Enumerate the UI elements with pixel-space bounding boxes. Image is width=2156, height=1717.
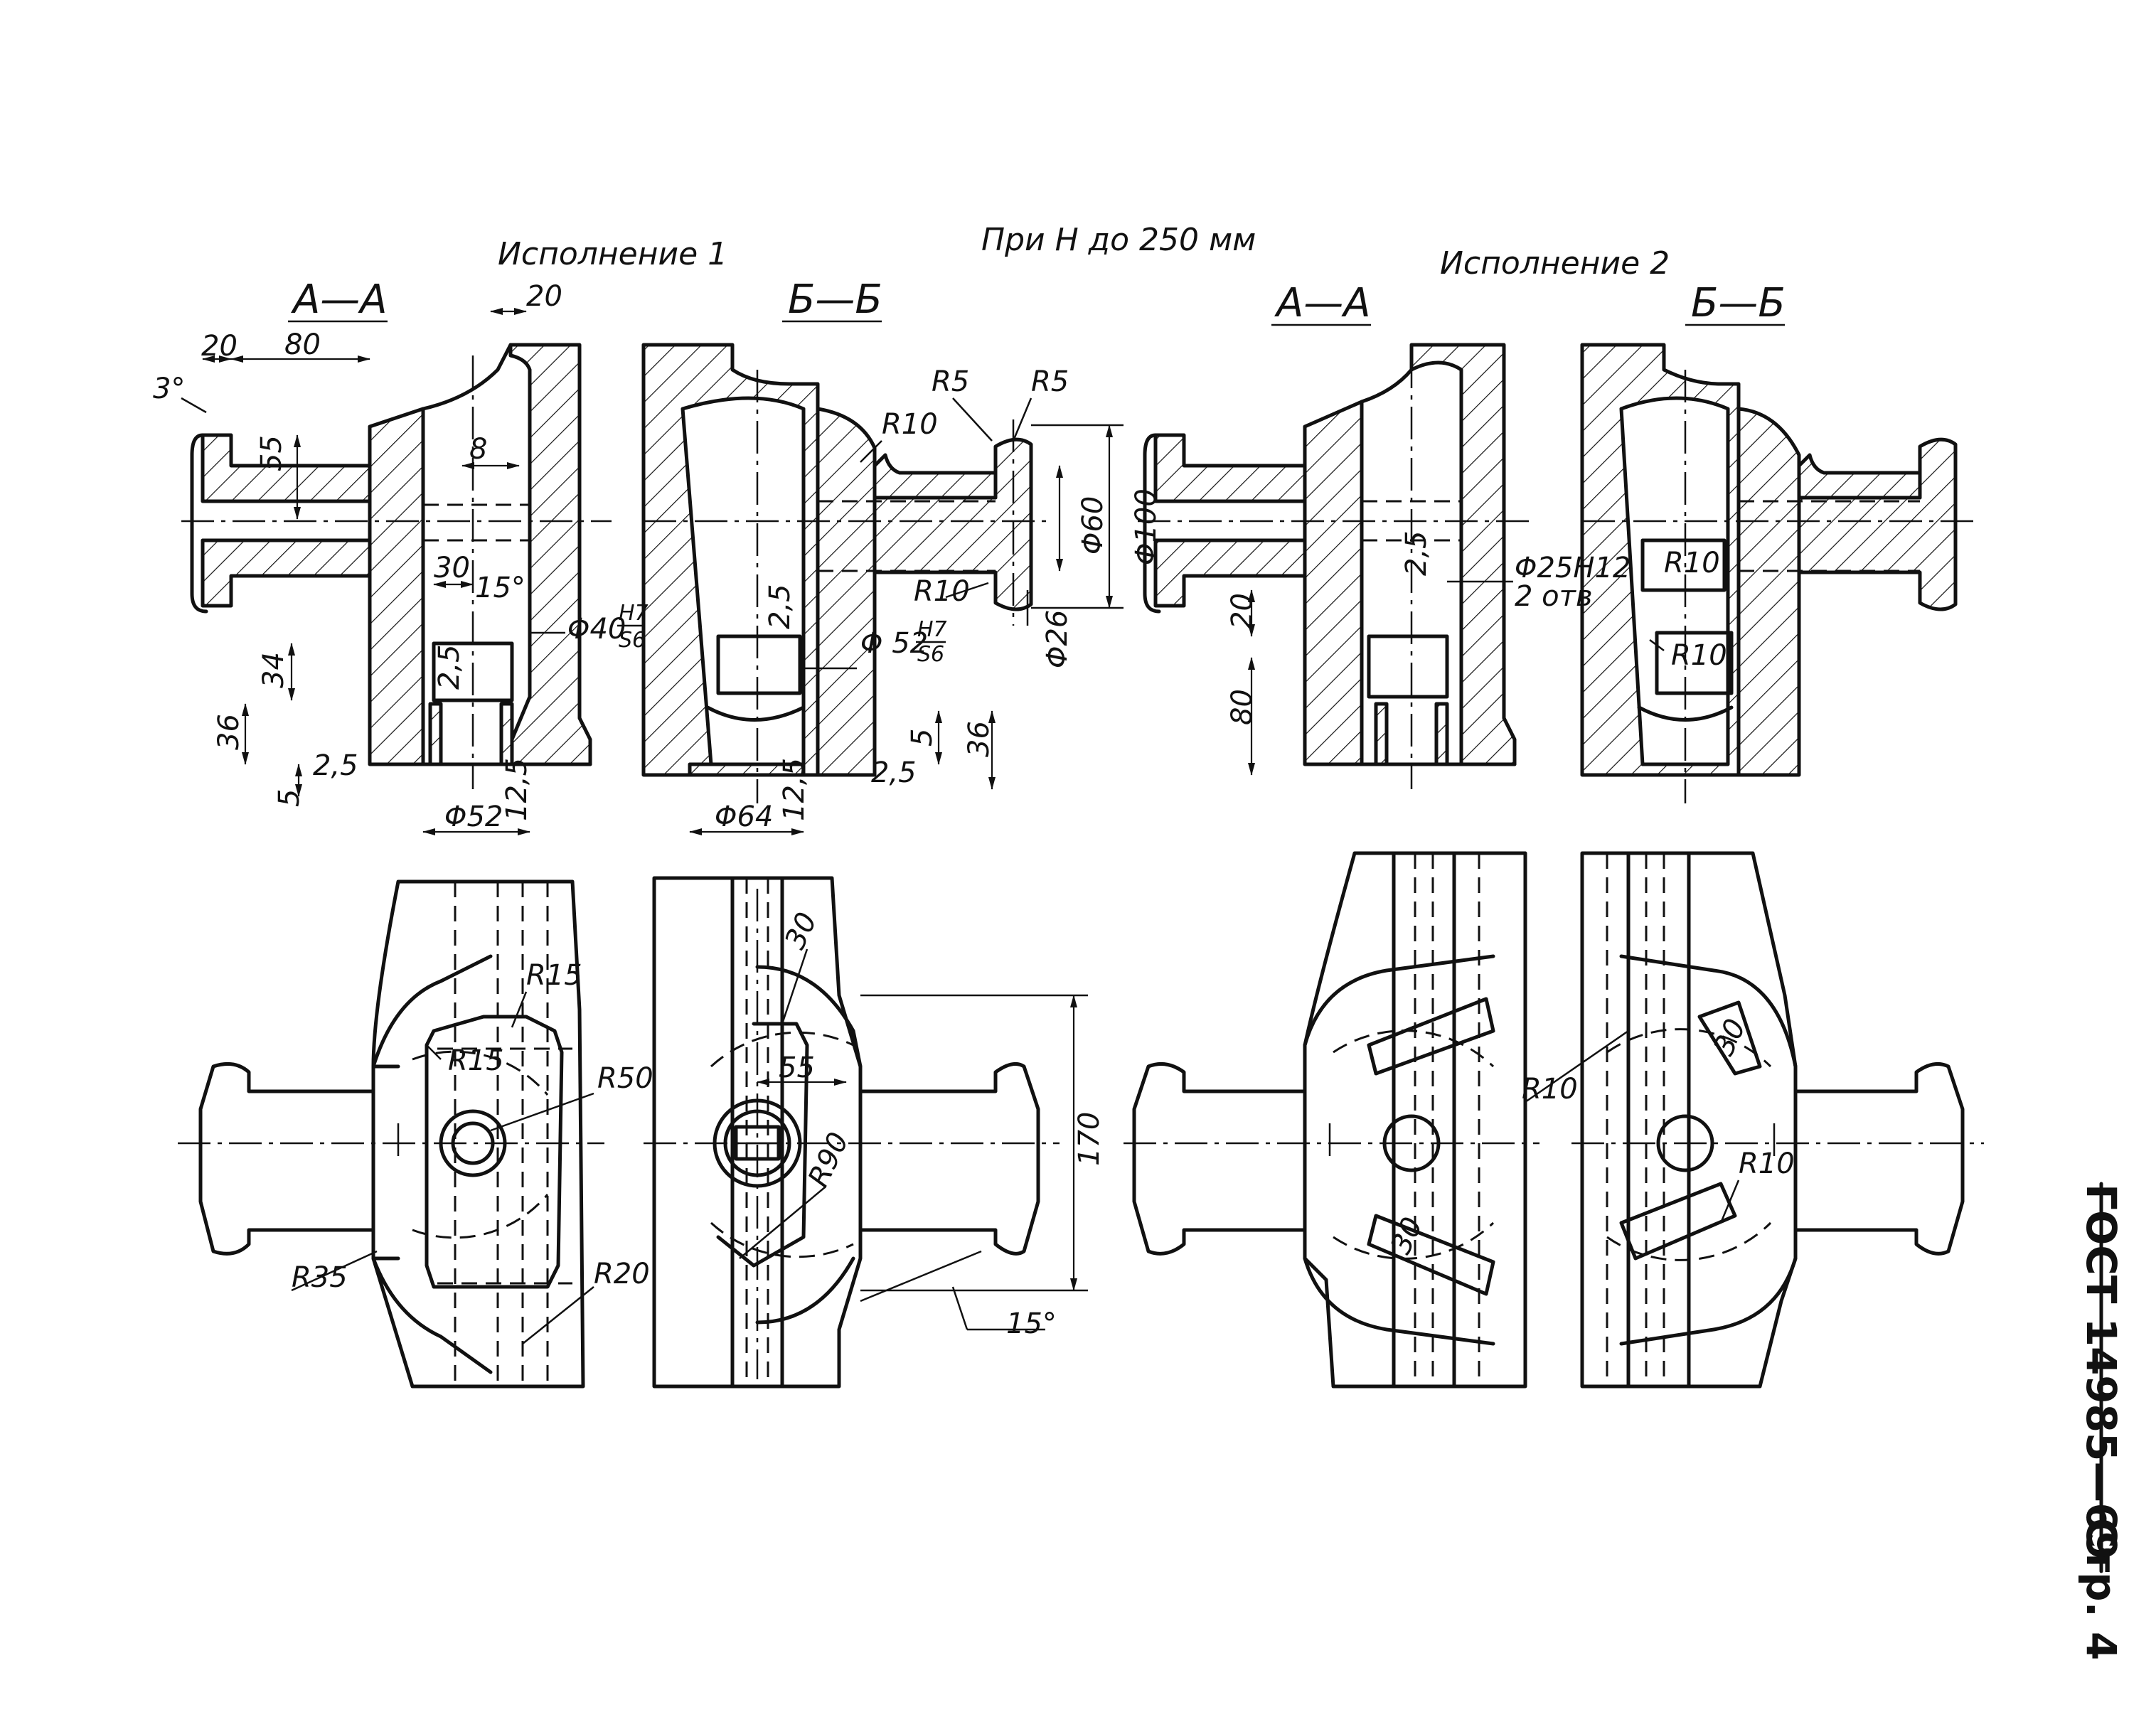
svg-text:55: 55 bbox=[255, 435, 288, 471]
section-label-v1-bb: Б—Б bbox=[782, 277, 882, 323]
svg-text:R10: R10 bbox=[882, 408, 938, 441]
section-view-v2-aa: 2,5 Φ25H12 2 отв 20 80 bbox=[1138, 343, 1631, 789]
svg-text:5: 5 bbox=[906, 729, 939, 747]
svg-text:15°: 15° bbox=[475, 572, 525, 604]
svg-text:Φ 52: Φ 52 bbox=[860, 627, 928, 660]
svg-text:R10: R10 bbox=[1664, 547, 1720, 579]
svg-text:15°: 15° bbox=[1006, 1307, 1057, 1340]
svg-text:8: 8 bbox=[469, 433, 487, 466]
svg-text:Φ40: Φ40 bbox=[567, 613, 626, 646]
svg-text:36: 36 bbox=[213, 714, 245, 750]
svg-text:R10: R10 bbox=[1739, 1148, 1795, 1180]
svg-text:36: 36 bbox=[963, 721, 996, 757]
svg-text:А—А: А—А bbox=[291, 277, 388, 323]
svg-text:2,5: 2,5 bbox=[433, 644, 466, 690]
svg-text:R10: R10 bbox=[1522, 1073, 1578, 1106]
svg-text:R10: R10 bbox=[1671, 639, 1727, 672]
svg-text:12,5: 12,5 bbox=[778, 758, 811, 821]
svg-text:Φ64: Φ64 bbox=[715, 801, 773, 833]
section-view-v2-bb: R10 R10 bbox=[1580, 343, 1977, 803]
svg-text:20: 20 bbox=[526, 280, 562, 313]
svg-text:2 отв: 2 отв bbox=[1515, 580, 1593, 613]
svg-text:20: 20 bbox=[201, 330, 238, 363]
section-view-v1-bb: R5 R5 R10 Φ60 Φ100 R10 Φ26 2,5 Φ 52 H7 S… bbox=[641, 343, 1163, 835]
svg-text:34: 34 bbox=[257, 652, 290, 688]
svg-text:55: 55 bbox=[779, 1052, 815, 1084]
svg-text:2,5: 2,5 bbox=[1400, 530, 1433, 576]
svg-text:А—А: А—А bbox=[1274, 280, 1371, 326]
plan-view-v2-right: 30 R10 R10 bbox=[1522, 851, 1984, 1389]
svg-text:3°: 3° bbox=[153, 373, 185, 405]
svg-text:R15: R15 bbox=[448, 1044, 504, 1077]
svg-text:30: 30 bbox=[434, 552, 470, 584]
variant-1-heading: Исполнение 1 bbox=[498, 236, 727, 272]
plan-view-v1-right: 30 55 R90 170 15° bbox=[644, 876, 1106, 1389]
variant-2-heading: Исполнение 2 bbox=[1440, 245, 1670, 282]
svg-text:R90: R90 bbox=[802, 1128, 855, 1192]
section-label-v2-aa: А—А bbox=[1271, 280, 1371, 326]
svg-text:R20: R20 bbox=[594, 1258, 650, 1290]
svg-text:2,5: 2,5 bbox=[764, 584, 796, 629]
svg-text:Б—Б: Б—Б bbox=[788, 277, 882, 323]
section-view-v1-aa: 20 20 80 3° 55 8 30 15° Φ40 H7 S6 34 2,5… bbox=[153, 280, 649, 835]
svg-text:30: 30 bbox=[779, 907, 823, 954]
svg-text:R5: R5 bbox=[1031, 365, 1069, 398]
svg-text:S6: S6 bbox=[619, 628, 646, 653]
svg-text:Б—Б: Б—Б bbox=[1691, 280, 1786, 326]
svg-text:20: 20 bbox=[1226, 593, 1259, 629]
svg-text:Φ60: Φ60 bbox=[1077, 496, 1109, 555]
svg-text:Φ52: Φ52 bbox=[444, 801, 503, 833]
svg-text:80: 80 bbox=[1226, 689, 1259, 725]
section-label-v1-aa: А—А bbox=[288, 277, 388, 323]
svg-text:S6: S6 bbox=[917, 642, 944, 667]
svg-text:12,5: 12,5 bbox=[501, 758, 533, 821]
plan-view-v2-left: 30 bbox=[1124, 851, 1539, 1389]
svg-text:R15: R15 bbox=[526, 959, 582, 992]
svg-text:80: 80 bbox=[284, 328, 321, 361]
svg-text:Φ26: Φ26 bbox=[1041, 610, 1074, 668]
svg-text:R50: R50 bbox=[597, 1062, 653, 1095]
svg-text:170: 170 bbox=[1073, 1112, 1106, 1166]
svg-text:2,5: 2,5 bbox=[871, 756, 917, 789]
section-label-v2-bb: Б—Б bbox=[1685, 280, 1786, 326]
sheet-caption: При H до 250 мм bbox=[981, 222, 1256, 258]
plan-view-v1-left: R15 R15 R50 R35 R20 bbox=[178, 879, 653, 1389]
svg-text:R5: R5 bbox=[932, 365, 969, 398]
svg-text:2,5: 2,5 bbox=[313, 749, 358, 782]
svg-text:5: 5 bbox=[273, 789, 306, 807]
svg-text:H7: H7 bbox=[917, 617, 947, 642]
